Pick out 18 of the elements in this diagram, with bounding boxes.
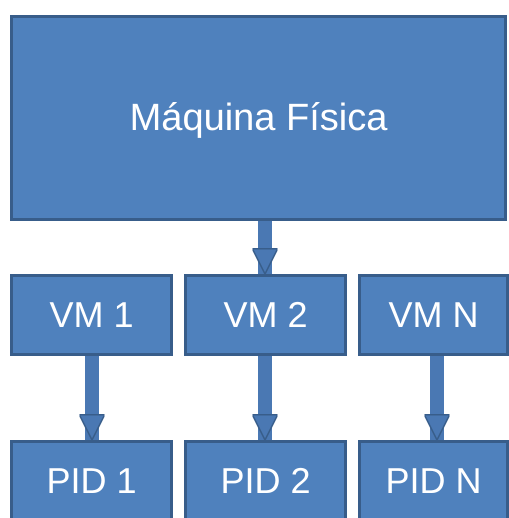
process-box	[358, 274, 509, 356]
box-label: VM 1	[49, 294, 134, 336]
arrow	[252, 221, 278, 275]
process-box	[184, 274, 347, 356]
process-box	[10, 274, 173, 356]
process-box	[184, 440, 347, 518]
box-label: VM 2	[223, 294, 308, 336]
arrow	[252, 356, 278, 441]
process-box	[10, 440, 173, 518]
arrow	[78, 356, 106, 441]
process-box	[358, 440, 509, 518]
box-label: PID 2	[220, 460, 311, 502]
box-label: Máquina Física	[130, 96, 388, 140]
box-label: VM N	[388, 294, 478, 336]
process-box	[10, 15, 507, 221]
box-label: PID 1	[46, 460, 137, 502]
arrow	[424, 356, 450, 441]
box-label: PID N	[385, 460, 482, 502]
